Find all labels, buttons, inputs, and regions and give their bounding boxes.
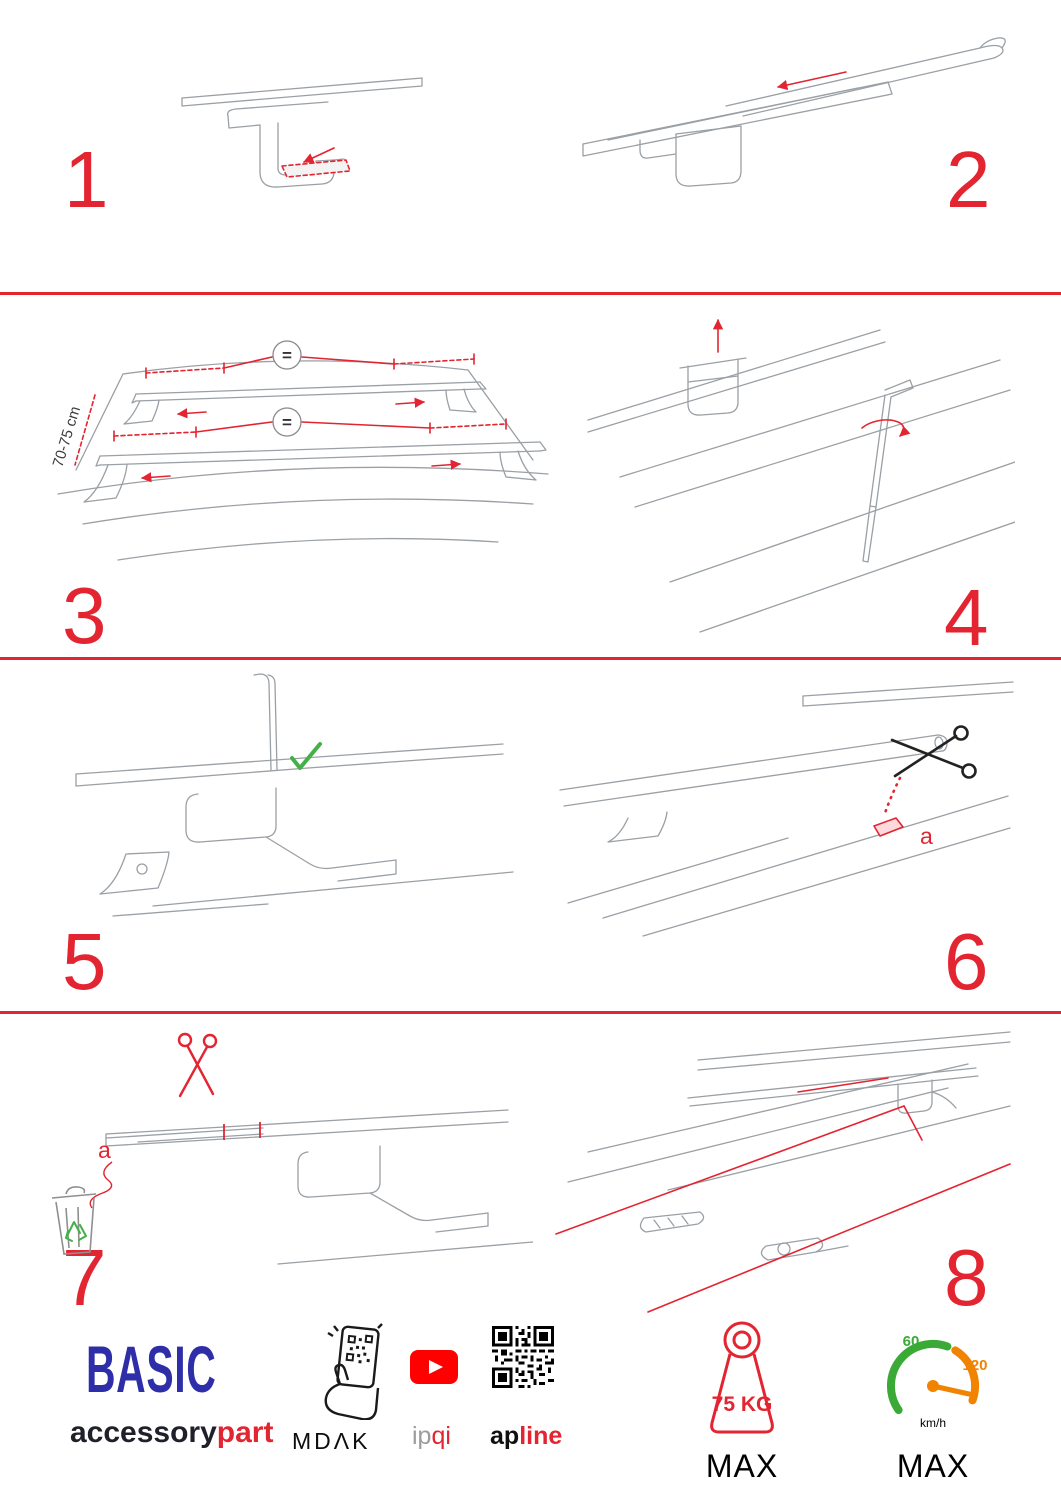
step-6-number: 6 <box>944 917 989 1006</box>
step-2-number: 2 <box>946 135 991 224</box>
brand-word-part: part <box>216 1416 274 1449</box>
section-divider-2 <box>0 657 1061 660</box>
measure-label: 70-75 cm <box>50 404 85 469</box>
apline-dark: ap <box>490 1422 520 1450</box>
weight-max-label: MAX <box>705 1448 779 1484</box>
partner-mdak: MDΛK <box>292 1428 371 1454</box>
phone-qr-pattern <box>345 1334 374 1364</box>
step2-illustration <box>582 37 1006 187</box>
speed-max-label: MAX <box>896 1448 970 1484</box>
equals-badge-top: = <box>272 340 302 370</box>
weight-value: 75 KG <box>712 1393 773 1416</box>
scissors-icon <box>890 725 977 779</box>
step-5-number: 5 <box>62 917 107 1006</box>
recycle-icon <box>65 1221 87 1242</box>
cut-label-a: a <box>920 823 933 849</box>
cut-marks <box>89 1122 261 1209</box>
partner-apline: apline <box>490 1424 562 1449</box>
youtube-icon <box>410 1350 458 1384</box>
rubber-pad-annotation <box>281 147 351 178</box>
step6-illustration: a <box>559 681 1014 937</box>
step-8-number: 8 <box>944 1233 989 1322</box>
brand-accessorypart: accessorypart <box>70 1418 273 1448</box>
step7-illustration: a <box>51 1032 533 1265</box>
section-divider-1 <box>0 292 1061 295</box>
step8-illustration <box>555 1031 1011 1313</box>
brand-word-accessory: accessory <box>70 1416 217 1449</box>
slide-arrow <box>776 71 847 91</box>
svg-text:=: = <box>282 413 292 432</box>
tighten-annotations <box>712 318 911 437</box>
ipqi-gray: ip <box>412 1422 432 1450</box>
scissors-icon <box>177 1032 218 1098</box>
qr-code <box>492 1326 554 1388</box>
partner-ipqi: ipqi <box>412 1424 451 1449</box>
brand-logo-basic: BASIC <box>86 1332 217 1406</box>
step-3-number: 3 <box>62 571 107 660</box>
step5-illustration <box>75 673 514 917</box>
max-weight-icon: 75 KG <box>710 1321 774 1434</box>
step-7-number: 7 <box>62 1233 107 1322</box>
highlight-outline <box>555 1077 1011 1313</box>
step1-illustration <box>181 77 423 188</box>
apline-red: line <box>519 1422 563 1450</box>
speed-60-label: 60 <box>903 1333 920 1350</box>
step4-illustration <box>587 318 1015 633</box>
measure-annotations <box>74 353 507 483</box>
step-4-number: 4 <box>944 573 989 662</box>
ipqi-red: qi <box>431 1422 451 1450</box>
step3-illustration: = = 70-75 cm <box>50 340 549 561</box>
checkmark-icon <box>290 742 322 770</box>
speedometer-icon: 60 120 km/h <box>886 1333 988 1430</box>
phone-qr-scan-icon <box>324 1323 383 1420</box>
step-1-number: 1 <box>64 135 109 224</box>
speed-120-label: 120 <box>962 1357 987 1374</box>
cut-label-a: a <box>98 1137 111 1163</box>
speed-unit-label: km/h <box>920 1416 946 1430</box>
trash-icon <box>51 1186 97 1255</box>
cut-annotation <box>873 776 904 837</box>
svg-text:=: = <box>282 346 292 365</box>
equals-badge-bottom: = <box>272 407 302 437</box>
section-divider-3 <box>0 1011 1061 1014</box>
hex-key-icon <box>884 379 914 398</box>
